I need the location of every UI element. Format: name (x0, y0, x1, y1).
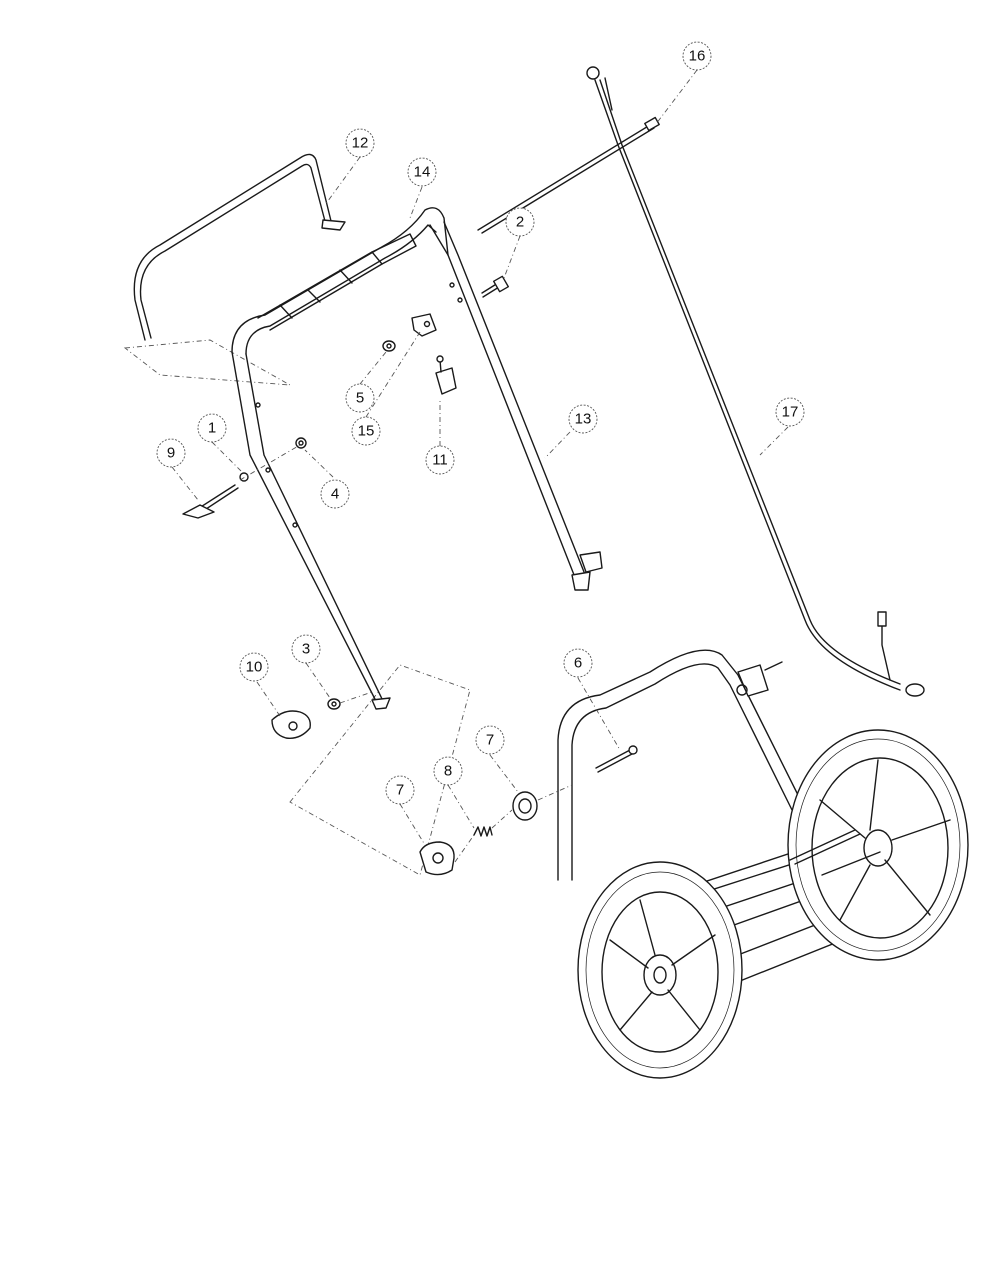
svg-text:7: 7 (486, 732, 494, 749)
callout-16: 16 (682, 41, 712, 71)
callout-17: 17 (775, 397, 805, 427)
wing-bolt-9 (182, 484, 239, 519)
svg-text:10: 10 (246, 659, 263, 676)
wing-nut-10 (271, 710, 311, 739)
spring-8 (473, 826, 493, 837)
cable-17 (586, 66, 925, 697)
upper-handle-14 (231, 207, 603, 710)
svg-text:14: 14 (414, 164, 431, 181)
svg-text:16: 16 (689, 48, 706, 65)
axle (789, 829, 881, 876)
control-bail-12 (133, 153, 346, 341)
svg-text:1: 1 (208, 420, 216, 437)
svg-text:2: 2 (516, 214, 524, 231)
callout-14: 14 (407, 157, 437, 187)
callout-5: 5 (345, 383, 375, 413)
nut-5 (382, 340, 396, 352)
svg-text:9: 9 (167, 445, 175, 462)
lower-frame (557, 649, 809, 881)
washer-3 (327, 698, 341, 710)
switch-11 (435, 355, 457, 395)
bolt-2 (481, 275, 510, 298)
svg-text:4: 4 (331, 486, 339, 503)
callout-1: 1 (197, 413, 227, 443)
projection-planes (123, 339, 471, 876)
svg-text:13: 13 (575, 411, 592, 428)
callout-3: 3 (291, 634, 321, 664)
svg-text:5: 5 (356, 390, 364, 407)
callout-13: 13 (568, 404, 598, 434)
leader-lines (171, 69, 789, 863)
callout-4: 4 (320, 479, 350, 509)
knob-7-left (419, 841, 455, 876)
svg-text:6: 6 (574, 655, 582, 672)
callout-2: 2 (505, 207, 535, 237)
knob-7-right (512, 791, 538, 821)
nut-4 (295, 437, 307, 449)
callout-8: 8 (433, 756, 463, 786)
callout-7-right: 7 (475, 725, 505, 755)
svg-text:11: 11 (432, 452, 448, 469)
callout-12: 12 (345, 128, 375, 158)
callouts: 16 12 14 2 5 15 11 13 17 1 9 4 3 10 6 7 … (156, 41, 805, 805)
callout-9: 9 (156, 438, 186, 468)
callout-15: 15 (351, 416, 381, 446)
callout-10: 10 (239, 652, 269, 682)
svg-text:7: 7 (396, 782, 404, 799)
svg-text:15: 15 (358, 423, 375, 440)
callout-11: 11 (425, 445, 455, 475)
bracket-15 (411, 313, 437, 337)
callout-6: 6 (563, 648, 593, 678)
callout-7-left: 7 (385, 775, 415, 805)
svg-text:12: 12 (352, 135, 369, 152)
svg-text:17: 17 (782, 404, 799, 421)
pin-6 (595, 745, 638, 773)
rear-wheel (787, 729, 969, 961)
svg-text:3: 3 (302, 641, 310, 658)
cable-16 (477, 116, 660, 234)
front-wheel (577, 861, 743, 1079)
svg-text:8: 8 (444, 763, 452, 780)
